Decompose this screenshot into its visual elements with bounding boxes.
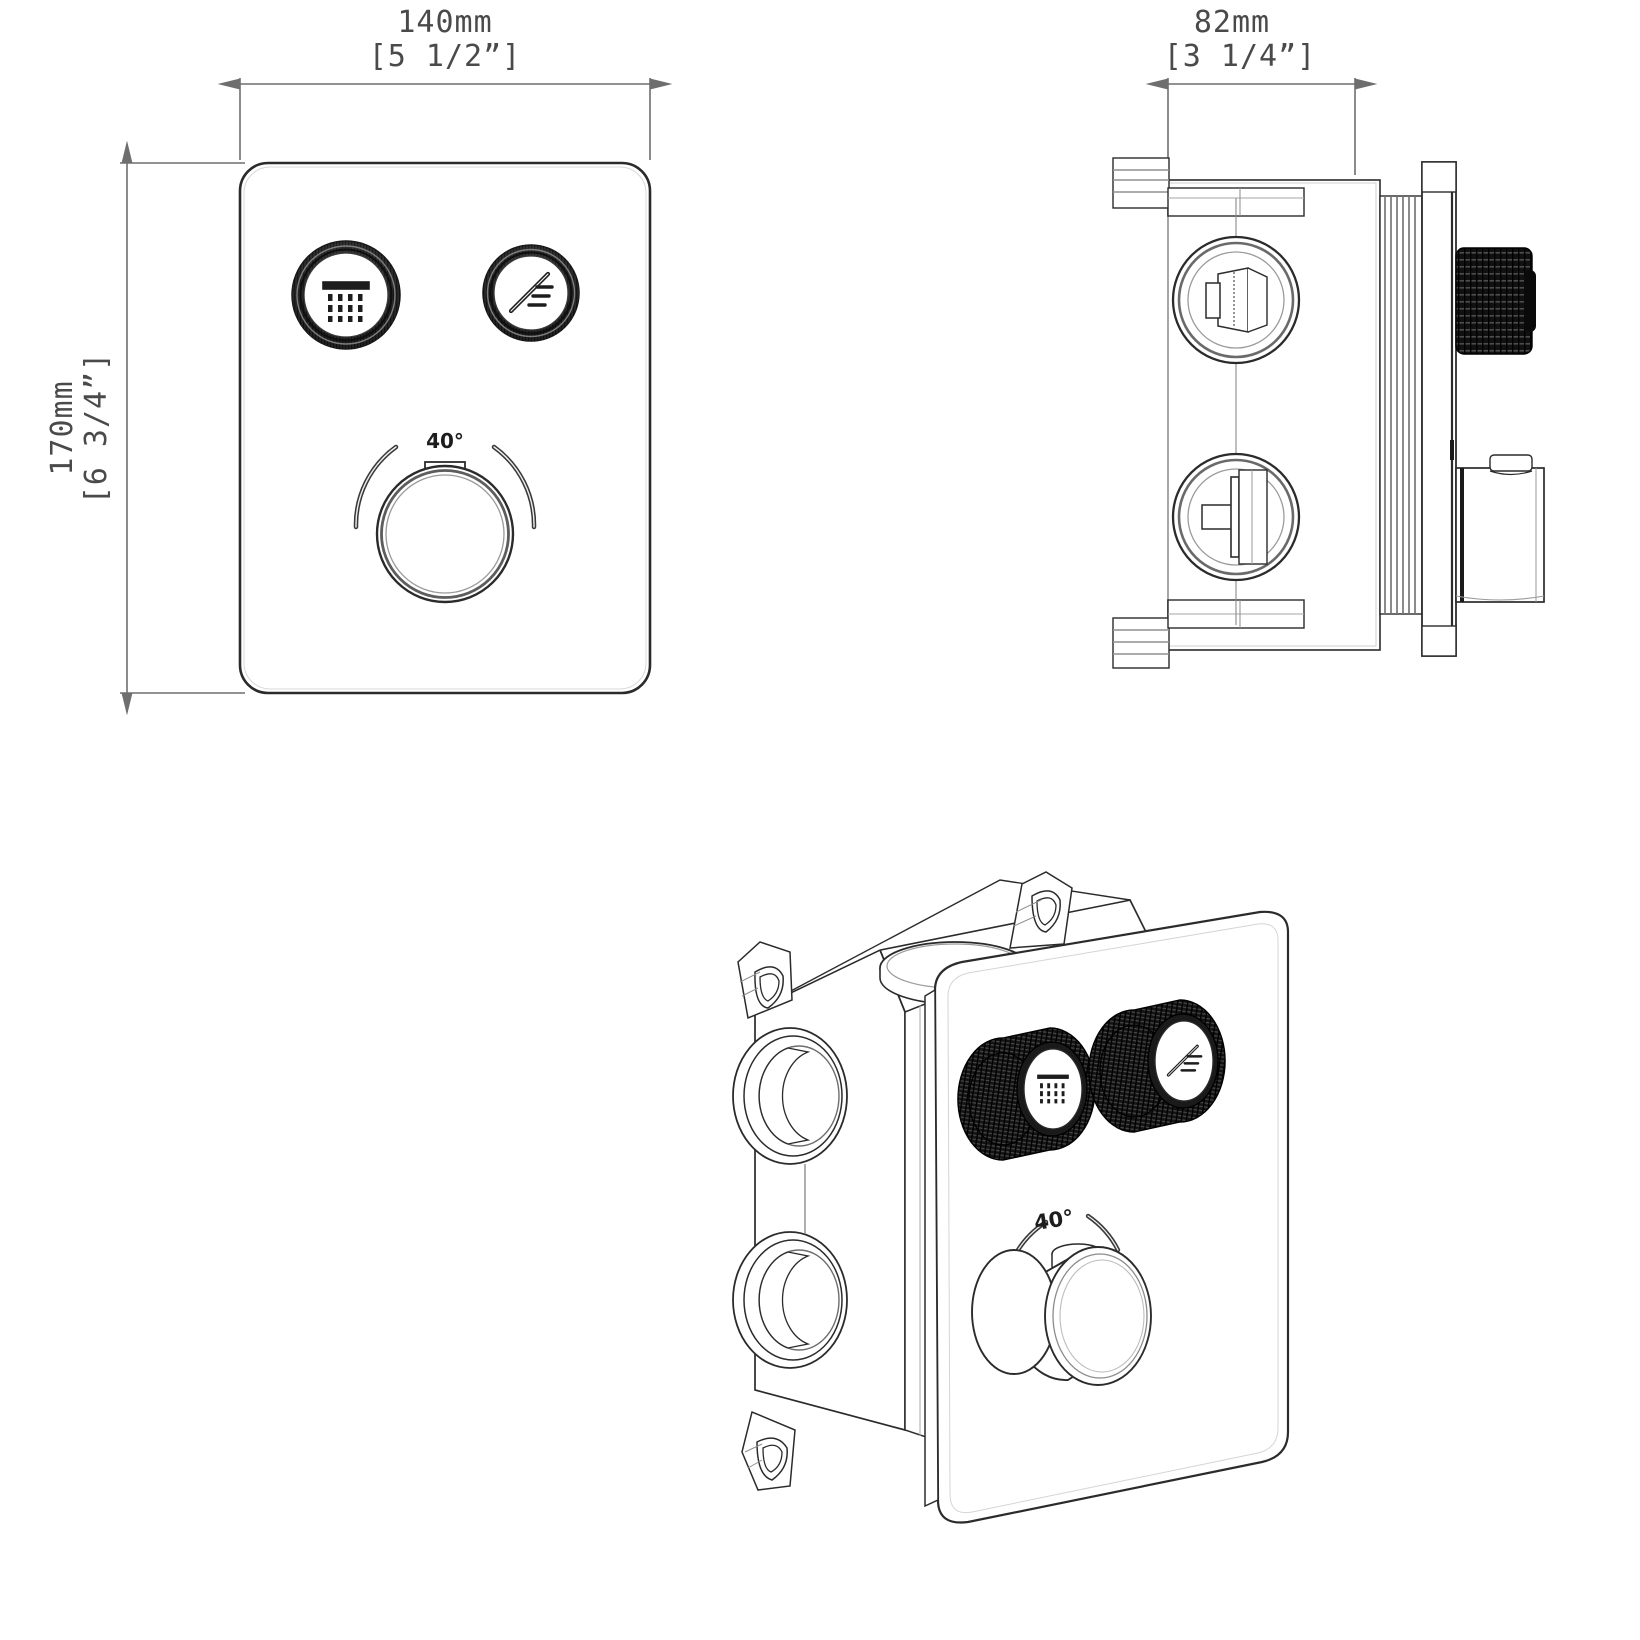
iso-thermostat-knob[interactable] — [971, 1246, 1152, 1386]
front-trim-plate — [238, 161, 652, 695]
rain-shower-button[interactable] — [291, 240, 401, 350]
iso-mounting-tab-bottom-left — [741, 1410, 796, 1491]
front-width-inch: [5 1/2”] — [369, 39, 522, 74]
thermostat-control[interactable]: 40° — [353, 429, 537, 604]
side-knurled-knob[interactable] — [1455, 247, 1536, 355]
iso-lower-port — [732, 1231, 848, 1369]
rain-shower-icon — [1037, 1074, 1069, 1104]
front-width-mm: 140mm — [397, 5, 492, 40]
side-bottom-mounting-ear — [1112, 617, 1170, 669]
side-top-mounting-ear — [1112, 157, 1170, 209]
front-height-mm: 170mm — [45, 380, 80, 475]
isometric-view: 40° — [732, 871, 1290, 1524]
side-depth-mm: 82mm — [1194, 5, 1270, 40]
side-depth-inch: [3 1/4”] — [1164, 39, 1317, 74]
iso-mounting-tab-top-left — [737, 941, 793, 1020]
side-thermostat-knob[interactable] — [1455, 454, 1545, 603]
front-height-dimension: 170mm [6 3/4”] — [45, 139, 245, 717]
side-lower-port — [1171, 452, 1301, 582]
iso-thermostat-control[interactable]: 40° — [971, 1205, 1152, 1386]
hand-shower-button[interactable] — [482, 244, 580, 342]
hand-shower-icon — [508, 271, 554, 314]
side-upper-port — [1171, 235, 1301, 365]
iso-upper-port — [732, 1027, 848, 1165]
front-view: 140mm [5 1/2”] 170mm [6 3/4”] — [45, 5, 674, 717]
iso-trim-plate — [924, 910, 1290, 1524]
front-height-inch: [6 3/4”] — [79, 352, 114, 505]
side-view: 82mm [3 1/4”] — [1112, 5, 1545, 669]
iso-hand-shower-knob[interactable] — [1088, 999, 1226, 1133]
side-trim-plate-edge — [1421, 161, 1457, 657]
iso-mounting-tab-top-right — [1009, 871, 1073, 949]
front-trim-plate-inner-edge — [243, 166, 647, 690]
hand-shower-icon — [1166, 1044, 1203, 1077]
front-width-dimension: 140mm [5 1/2”] — [216, 5, 674, 160]
rain-shower-icon — [322, 281, 370, 322]
iso-rain-shower-knob[interactable] — [957, 1027, 1096, 1161]
thermostat-temperature-label: 40° — [426, 429, 464, 453]
side-depth-dimension: 82mm [3 1/4”] — [1144, 5, 1379, 175]
side-thread-section — [1379, 195, 1423, 615]
